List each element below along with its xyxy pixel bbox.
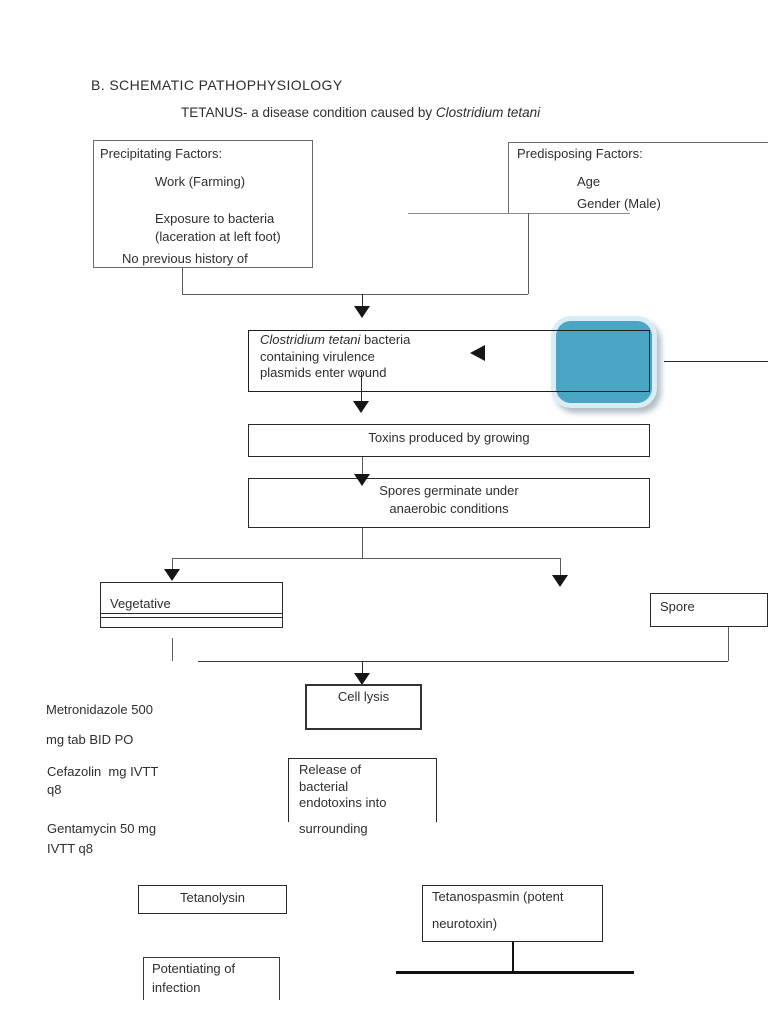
predisposing-box-left-border	[508, 142, 509, 213]
precipitating-heading: Precipitating Factors:	[100, 146, 223, 161]
bacteria-entry-line3: plasmids enter wound	[260, 365, 387, 380]
flow-arrow-down-icon	[164, 569, 180, 581]
tetanospasmin-line1: Tetanospasmin (potent	[432, 889, 564, 904]
page-subtitle-species: Clostridium tetani	[435, 105, 541, 120]
box-toxins-produced	[248, 424, 650, 457]
spore-label: Spore	[660, 599, 695, 614]
box-tetanolysin	[138, 885, 287, 914]
med-note-metronidazole-line2: mg tab BID PO	[46, 732, 134, 747]
predisposing-heading: Predisposing Factors:	[517, 146, 643, 161]
med-note-metronidazole-line1: Metronidazole 500	[46, 702, 153, 717]
connector-stem-branch-right	[560, 558, 561, 576]
connector-stem-toxins-spores	[362, 457, 363, 477]
precipitating-item-exposure: Exposure to bacteria	[155, 211, 275, 226]
page-title: B. SCHEMATIC PATHOPHYSIOLOGY	[91, 77, 343, 93]
connector-stem-spores-branch	[362, 528, 363, 558]
tetanospasmin-connector-horizontal	[396, 971, 634, 974]
connector-line-precipitating-down	[182, 268, 183, 295]
connector-stem-spore-down	[728, 627, 729, 661]
flow-arrow-down-icon	[354, 474, 370, 486]
vegetative-divider-line	[100, 617, 283, 618]
precipitating-footer: No previous history of	[122, 251, 248, 266]
bacteria-entry-line1-rest: bacteria	[360, 332, 411, 347]
box-cell-lysis	[305, 684, 422, 730]
flow-arrow-down-icon	[354, 306, 370, 318]
connector-line-merge	[198, 661, 728, 662]
connector-line-branch	[172, 558, 560, 559]
tetanolysin-label: Tetanolysin	[179, 890, 246, 905]
med-note-gentamycin-line2: IVTT q8	[47, 841, 94, 856]
spores-line1: Spores germinate under	[379, 483, 519, 498]
box-vegetative	[100, 582, 283, 628]
predisposing-box-top-border	[508, 142, 768, 143]
predisposing-item-age: Age	[577, 174, 601, 189]
potentiating-line1: Potentiating of	[152, 961, 236, 976]
vegetative-divider-line	[100, 613, 283, 614]
release-line1: Release of	[299, 762, 362, 777]
connector-stem-bacteria-toxins	[361, 372, 362, 403]
release-line2: bacterial	[299, 779, 349, 794]
tetanospasmin-connector-vertical	[512, 942, 514, 973]
precipitating-item-work: Work (Farming)	[155, 174, 246, 189]
connector-line-factors-merge	[182, 294, 528, 295]
med-note-cefazolin-line2: q8	[47, 782, 62, 797]
bacteria-entry-species: Clostridium tetani	[260, 332, 361, 347]
box-precipitating-factors	[93, 140, 313, 268]
release-line3: endotoxins into	[299, 795, 387, 810]
med-note-gentamycin-line1: Gentamycin 50 mg	[47, 821, 157, 836]
flow-arrow-down-icon	[353, 401, 369, 413]
toxins-label: Toxins produced by growing	[368, 430, 530, 445]
flow-arrow-down-icon	[552, 575, 568, 587]
flow-arrow-down-icon	[354, 673, 370, 685]
connector-line-sticker-right	[664, 361, 768, 362]
box-tetanospasmin	[422, 885, 603, 942]
connector-stem-vegetative-down	[172, 638, 173, 661]
page-subtitle: TETANUS- a disease condition caused by C…	[181, 105, 540, 121]
box-potentiating-infection	[143, 957, 280, 1000]
connector-stem-branch-left	[172, 558, 173, 571]
potentiating-line2: infection	[152, 980, 201, 995]
tetanospasmin-line2: neurotoxin)	[432, 916, 498, 931]
bacteria-entry-line1: Clostridium tetani bacteria	[260, 332, 410, 348]
connector-stem-to-bacteria	[362, 294, 363, 307]
precipitating-item-laceration: (laceration at left foot)	[155, 229, 281, 244]
pointer-left-icon	[470, 345, 485, 361]
predisposing-box-bottom-line	[408, 213, 630, 214]
bacteria-entry-line2: containing virulence	[260, 349, 375, 364]
box-spores-germinate	[248, 478, 650, 528]
spores-line2: anaerobic conditions	[389, 501, 509, 516]
med-note-cefazolin-line1: Cefazolin mg IVTT	[47, 764, 159, 779]
page-subtitle-prefix: TETANUS- a disease condition caused by	[181, 105, 436, 120]
blue-highlight-sticker	[551, 316, 657, 408]
release-below-text: surrounding	[299, 821, 368, 836]
box-release-endotoxins	[288, 758, 437, 822]
vegetative-label: Vegetative	[110, 596, 171, 611]
connector-stem-to-cell-lysis	[362, 661, 363, 675]
cell-lysis-label: Cell lysis	[337, 689, 390, 704]
box-bacteria-entry	[248, 330, 650, 392]
connector-line-predisposing-down	[528, 213, 529, 294]
predisposing-item-gender: Gender (Male)	[577, 196, 661, 211]
